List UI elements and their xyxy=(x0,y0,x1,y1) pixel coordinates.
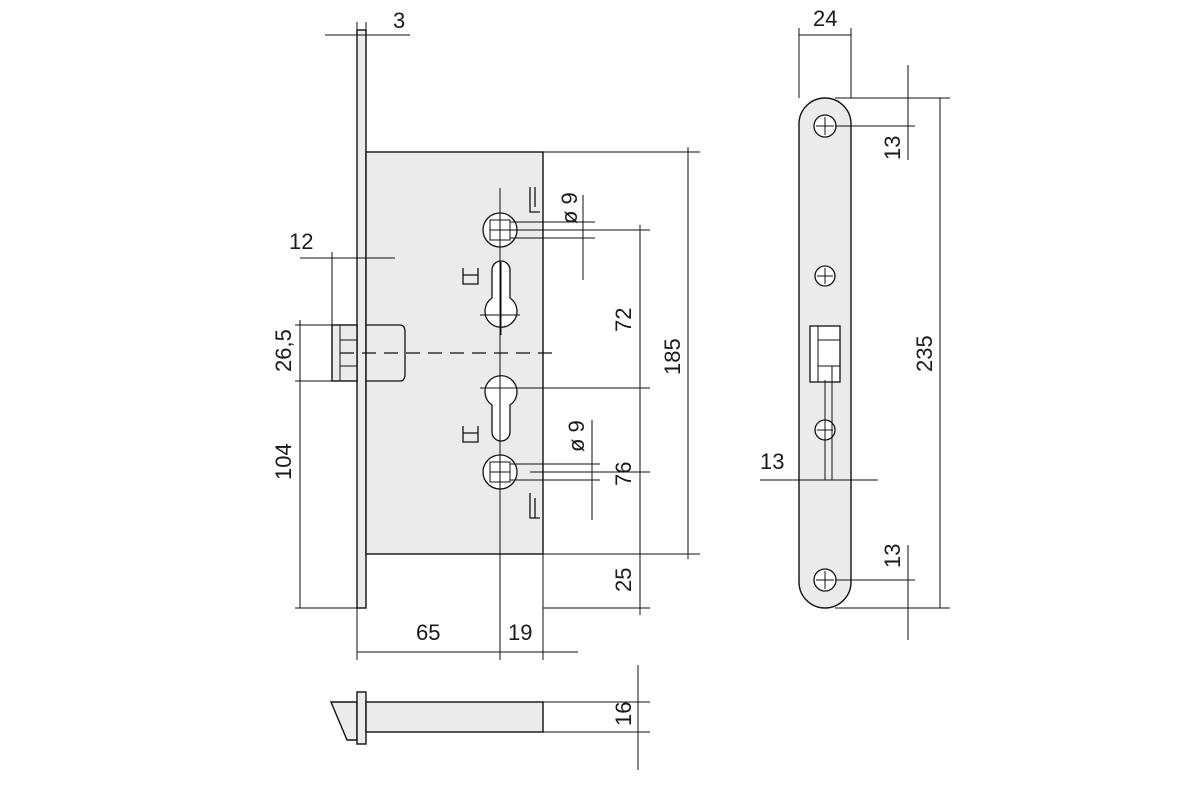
upper-mount-tab xyxy=(529,187,540,213)
bottom-screw-offset-label: 13 xyxy=(880,544,905,568)
latch-axis-height-label: 104 xyxy=(271,443,296,480)
latch-height-label: 26,5 xyxy=(271,329,296,372)
latch-projection-label: 12 xyxy=(289,229,313,254)
backset-label: 65 xyxy=(416,620,440,645)
lower-mount-tab xyxy=(529,493,540,519)
faceplate-length-label: 235 xyxy=(912,335,937,372)
lower-spacing-label: 76 xyxy=(611,462,636,486)
latch-window xyxy=(809,325,841,383)
faceplate-side xyxy=(356,29,367,609)
faceplate-width-label: 24 xyxy=(813,6,837,31)
section-faceplate xyxy=(356,691,367,745)
rear-offset-label: 19 xyxy=(508,620,532,645)
latch-window-offset-label: 13 xyxy=(760,449,784,474)
front-view xyxy=(331,29,560,660)
front-dimension-lines xyxy=(295,22,700,660)
section-latch xyxy=(329,701,358,741)
faceplate-thickness-label: 3 xyxy=(393,8,405,33)
top-screw-offset-label: 13 xyxy=(880,136,905,160)
section-case xyxy=(365,701,544,733)
dimension-labels: 3 12 26,5 104 65 19 ø 9 ø 9 72 76 185 25… xyxy=(271,6,937,726)
bottom-offset-label: 25 xyxy=(611,568,636,592)
case-thickness-label: 16 xyxy=(611,702,636,726)
case-height-label: 185 xyxy=(660,338,685,375)
latch-tail xyxy=(366,324,406,382)
side-view xyxy=(798,97,852,609)
lower-spring-mark xyxy=(462,426,479,443)
upper-hole-diameter-label: ø 9 xyxy=(557,192,582,224)
section-view xyxy=(329,665,650,770)
upper-spring-mark xyxy=(462,268,479,285)
side-dimension-lines xyxy=(760,28,950,640)
lower-hole-diameter-label: ø 9 xyxy=(564,420,589,452)
upper-spacing-label: 72 xyxy=(611,308,636,332)
lower-cylinder-hole xyxy=(484,375,518,442)
